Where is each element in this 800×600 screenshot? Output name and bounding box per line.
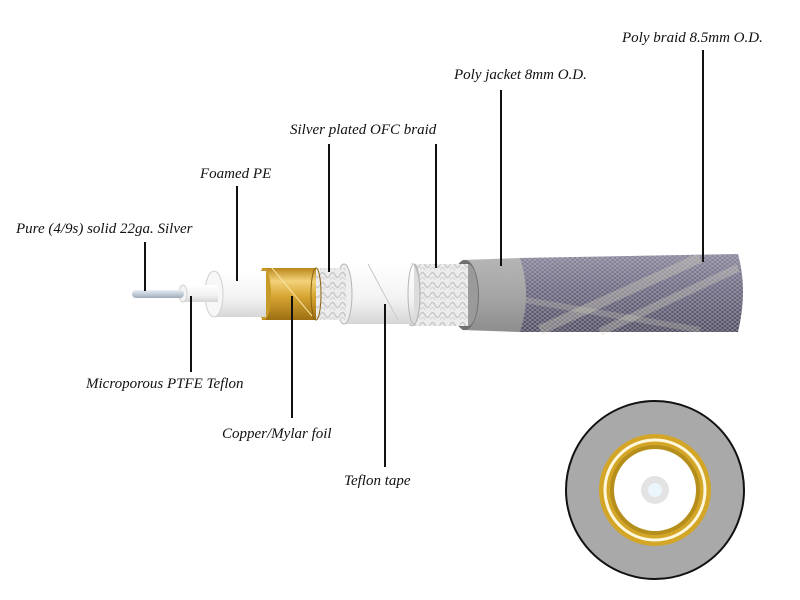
cross-section-conductor [648,483,662,497]
leader-lines [144,50,704,467]
label-ptfe: Microporous PTFE Teflon [86,376,244,392]
label-ofc-braid: Silver plated OFC braid [290,122,437,138]
copper-foil-segment [257,267,322,321]
label-poly-jacket: Poly jacket 8mm O.D. [454,67,587,83]
label-foamed-pe: Foamed PE [200,166,272,182]
ptfe-segment [178,284,218,303]
label-copper-foil: Copper/Mylar foil [222,426,332,442]
poly-braid-segment [520,253,743,336]
teflon-tape-segment [335,263,421,325]
cable-cross-section [565,400,745,580]
silver-conductor-segment [132,290,184,298]
label-poly-braid: Poly braid 8.5mm O.D. [622,30,763,46]
ofc-braid-inner-segment [312,268,346,320]
label-conductor: Pure (4/9s) solid 22ga. Silver [16,221,193,237]
label-teflon-tape: Teflon tape [344,473,411,489]
